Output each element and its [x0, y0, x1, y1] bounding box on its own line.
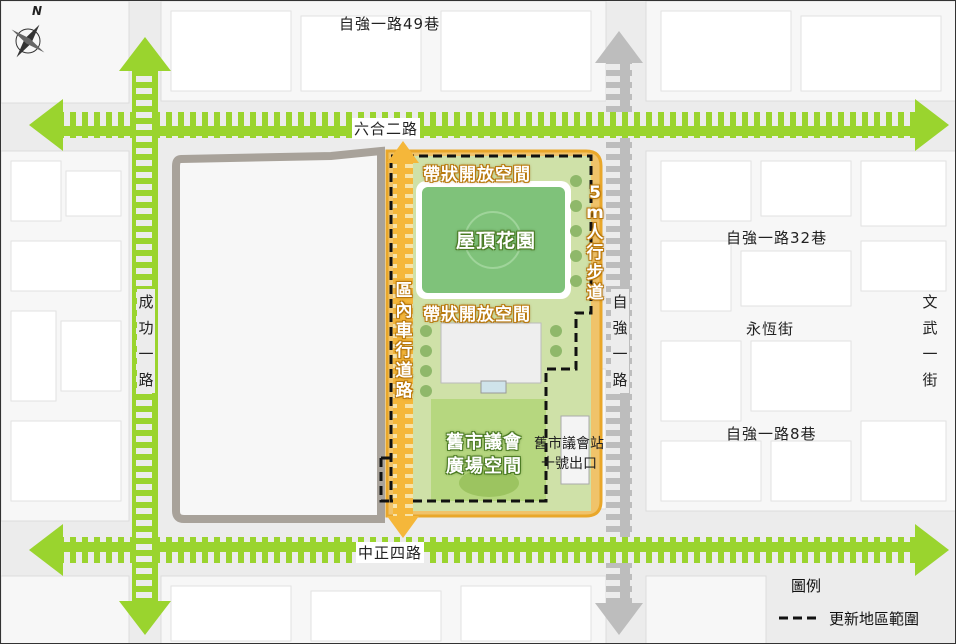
street-label-yongheng: 永恆街	[746, 320, 795, 338]
roof-garden	[422, 187, 565, 293]
west-block-boundary	[172, 146, 385, 523]
legend-boundary-label: 更新地區範圍	[829, 610, 920, 628]
compass-north-label: N	[32, 4, 44, 18]
street-label-zq8: 自強一路8巷	[726, 425, 817, 443]
label-internal-road: 區內車行道路	[395, 281, 413, 401]
compass-icon	[11, 24, 45, 58]
label-station-exit: 舊市議會站十號出口	[534, 436, 604, 472]
street-label-ziqiang: 自強一路	[611, 289, 629, 393]
street-label-zq32: 自強一路32巷	[726, 229, 828, 247]
legend-title: 圖例	[791, 577, 822, 595]
label-strip-top: 帶狀開放空間	[423, 165, 531, 185]
label-plaza: 舊市議會廣場空間	[446, 432, 522, 477]
station-exit-box	[560, 415, 590, 485]
street-label-liuhe: 六合二路	[352, 118, 421, 139]
renewal-boundary	[389, 154, 593, 503]
street-label-chenggong: 成功一路	[137, 289, 155, 393]
green-road-arrow-liuhe	[29, 99, 949, 151]
label-strip-mid: 帶狀開放空間	[423, 305, 531, 325]
green-road-arrow-zhongzheng	[29, 524, 949, 576]
internal-road-arrow	[387, 141, 419, 538]
building-block	[440, 322, 542, 384]
label-roof-garden: 屋頂花園	[455, 230, 536, 252]
label-walkway: 5m人行步道	[586, 183, 604, 303]
street-label-wenwu: 文武一街	[922, 293, 938, 389]
street-label-top: 自強一路49巷	[339, 15, 441, 33]
street-label-zhongzheng: 中正四路	[356, 542, 425, 563]
